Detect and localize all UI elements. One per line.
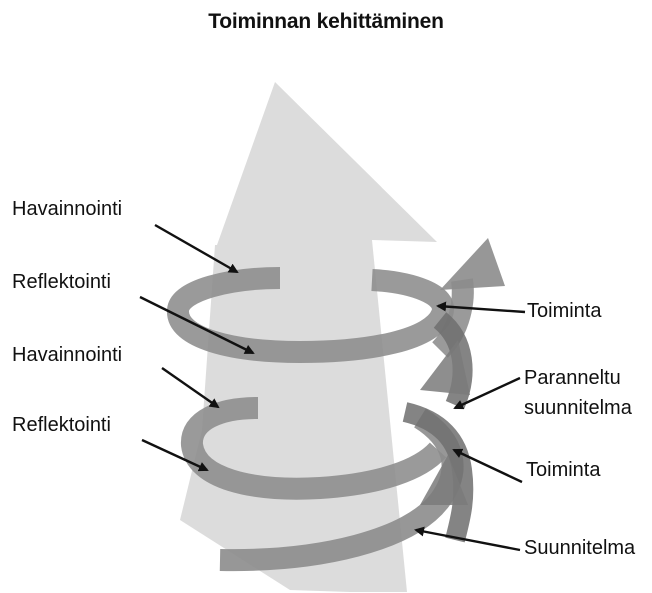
pointer-toiminta-bottom [452, 448, 523, 484]
label-toiminta-top: Toiminta [527, 300, 602, 322]
spiral-middle-rise [402, 402, 474, 543]
spiral-low-arrowhead [420, 455, 468, 505]
pointer-paranneltu [453, 376, 521, 410]
diagram-title: Toiminnan kehittäminen [208, 10, 444, 33]
big-upward-arrow [180, 82, 437, 592]
label-reflektointi-top: Reflektointi [12, 271, 111, 293]
pointer-havainnointi-1 [154, 223, 239, 274]
pointer-havainnointi-2 [161, 367, 220, 409]
pointer-reflektointi-1 [139, 295, 255, 355]
label-toiminta-bottom: Toiminta [526, 459, 601, 481]
spiral-top-arrowhead [440, 238, 505, 290]
spiral-mid-arrowhead [420, 340, 470, 395]
label-reflektointi-bottom: Reflektointi [12, 414, 111, 436]
spiral-lower-loop [181, 397, 447, 500]
pointer-toiminta-top [436, 301, 526, 314]
pointer-reflektointi-2 [141, 438, 209, 472]
label-suunnitelma: Suunnitelma [524, 537, 636, 559]
pointer-suunnitelma [414, 526, 521, 552]
label-paranneltu-line2: suunnitelma [524, 397, 632, 419]
label-havainnointi-top: Havainnointi [12, 198, 123, 220]
label-paranneltu-line1: Paranneltu [524, 367, 621, 389]
label-havainnointi-bottom: Havainnointi [12, 344, 123, 366]
